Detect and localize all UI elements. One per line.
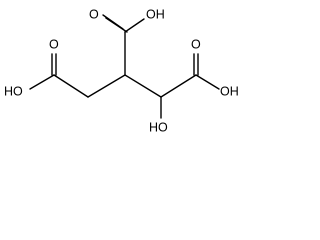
- bond-c2-c3: [124, 74, 162, 98]
- atom-o-top: O: [89, 7, 99, 21]
- bond-c2-ch2: [87, 74, 126, 98]
- bond-c3-cright: [160, 74, 197, 98]
- bond-ctop-o-double-b: [102, 14, 124, 30]
- molecule-structure: O OH O HO O OH HO: [4, 7, 239, 134]
- atom-o-left: O: [49, 37, 59, 51]
- bond-cright-oh: [195, 74, 220, 90]
- bond-cleft-ho: [29, 74, 55, 90]
- atom-ho-bottom: HO: [149, 120, 168, 134]
- bond-ch2-cleft: [53, 74, 89, 98]
- atom-oh-right: OH: [220, 84, 239, 98]
- atom-o-right: O: [191, 37, 201, 51]
- atom-ho-left: HO: [4, 84, 23, 98]
- atom-oh-top: OH: [146, 7, 165, 21]
- bond-ctop-oh: [124, 18, 145, 33]
